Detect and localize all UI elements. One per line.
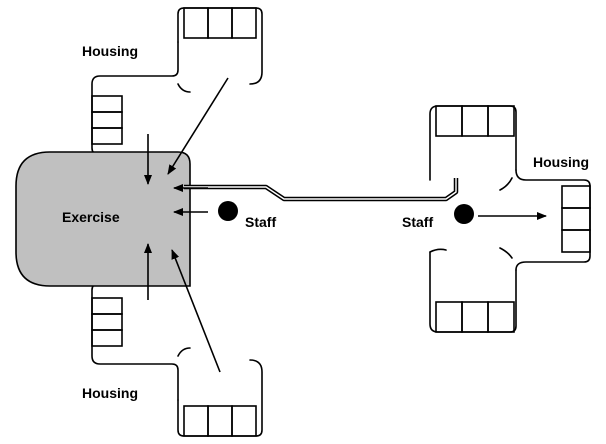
cell-block — [207, 405, 233, 437]
cell-block — [91, 297, 123, 315]
cell-block — [487, 105, 515, 137]
staff-label: Staff — [245, 214, 276, 230]
housing-label: Housing — [533, 154, 589, 170]
staff-position-dot — [218, 201, 238, 221]
cell-block — [183, 405, 209, 437]
cell-block — [91, 127, 123, 145]
housing-wall — [429, 105, 517, 181]
housing-label: Housing — [82, 43, 138, 59]
cell-block — [91, 95, 123, 113]
housing-wall — [499, 177, 513, 191]
corridor-inner — [184, 178, 457, 200]
housing-wall — [177, 359, 263, 437]
housing-unit-top-left — [91, 7, 263, 155]
cell-block — [461, 301, 489, 333]
cell-block — [231, 7, 257, 39]
cell-block — [435, 105, 463, 137]
staff-label: Staff — [402, 214, 433, 230]
cell-block — [487, 301, 515, 333]
cell-block — [91, 329, 123, 347]
housing-unit-right — [429, 105, 591, 333]
housing-wall — [429, 251, 517, 333]
housing-wall — [177, 83, 191, 93]
cell-block — [561, 207, 591, 231]
cell-block — [435, 301, 463, 333]
housing-wall — [499, 247, 513, 259]
housing-unit-bottom-left — [91, 283, 263, 437]
cell-block — [561, 185, 591, 209]
housing-wall — [177, 347, 191, 357]
cell-block — [561, 229, 591, 253]
cell-block — [207, 7, 233, 39]
cell-block — [231, 405, 257, 437]
movement-arrow — [167, 77, 229, 175]
housing-wall — [91, 283, 179, 401]
exercise-label: Exercise — [62, 209, 120, 225]
staff-position-dot — [454, 204, 474, 224]
housing-wall — [429, 248, 447, 253]
cell-block — [91, 111, 123, 129]
cell-block — [91, 313, 123, 331]
housing-label: Housing — [82, 385, 138, 401]
housing-wall — [177, 7, 263, 85]
cell-block — [183, 7, 209, 39]
housing-wall — [515, 169, 591, 271]
corridor — [184, 178, 459, 202]
movement-arrow — [171, 249, 221, 373]
cell-block — [461, 105, 489, 137]
